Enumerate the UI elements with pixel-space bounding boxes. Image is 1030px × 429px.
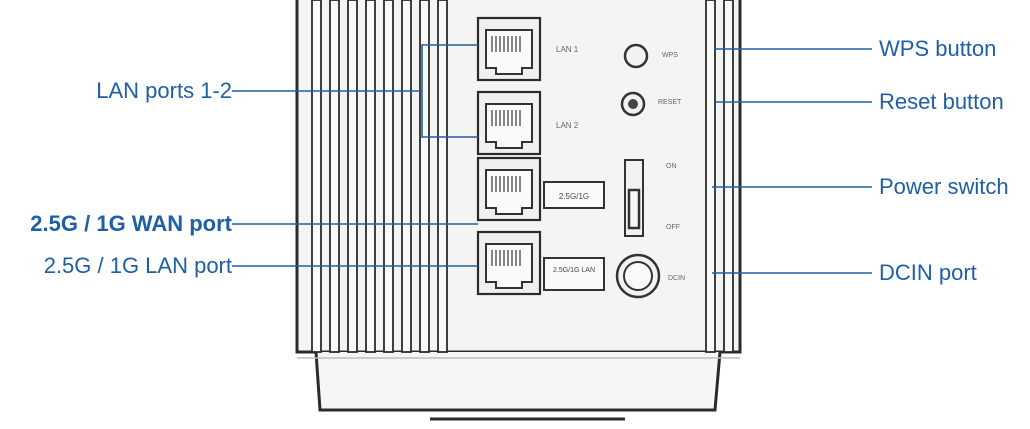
port-tag-wan: 2.5G/1G [543,181,605,209]
vent-slot [365,0,376,353]
vent-slot [437,0,448,353]
silk-reset: RESET [658,99,682,106]
leader-lan-bracket [421,44,478,138]
callout-power-switch: Power switch [879,174,1009,199]
vent-slot [329,0,340,353]
vent-slot [723,0,734,353]
callout-wan-port: 2.5G / 1G WAN port [30,211,232,236]
silk-on: ON [666,163,677,170]
vent-slots-right [705,0,734,353]
ethernet-port-1 [476,16,542,82]
ethernet-ports [476,16,542,296]
vent-slot [705,0,716,353]
ethernet-port-4 [476,230,542,296]
port-tag-wan-text: 2.5G/1G [559,192,589,201]
vent-slot [383,0,394,353]
silk-lan1: LAN 1 [556,45,579,54]
silk-lan2: LAN 2 [556,121,579,130]
callout-dcin-port: DCIN port [879,260,977,285]
callout-lan-port: 2.5G / 1G LAN port [43,253,232,278]
vent-slot [347,0,358,353]
wps-button [623,43,649,69]
port-tag-lan: 2.5G/1G LAN [543,257,605,291]
callout-reset-button: Reset button [879,89,1004,114]
callout-wps-button: WPS button [879,36,997,61]
callout-lan-ports: LAN ports 1-2 [96,78,232,103]
vent-slots-left [311,0,448,353]
silk-wps: WPS [662,52,678,59]
vent-slot [311,0,322,353]
reset-button [620,91,646,117]
vent-slot [401,0,412,353]
port-tag-lan-text: 2.5G/1G LAN [553,267,595,274]
ethernet-port-3 [476,156,542,222]
dcin-port [615,253,661,299]
ethernet-port-2 [476,90,542,156]
leader-lines [232,44,872,274]
power-switch [624,159,644,237]
silk-off: OFF [666,224,680,231]
silk-dcin: DCIN [668,275,685,282]
vent-slot [419,0,430,353]
